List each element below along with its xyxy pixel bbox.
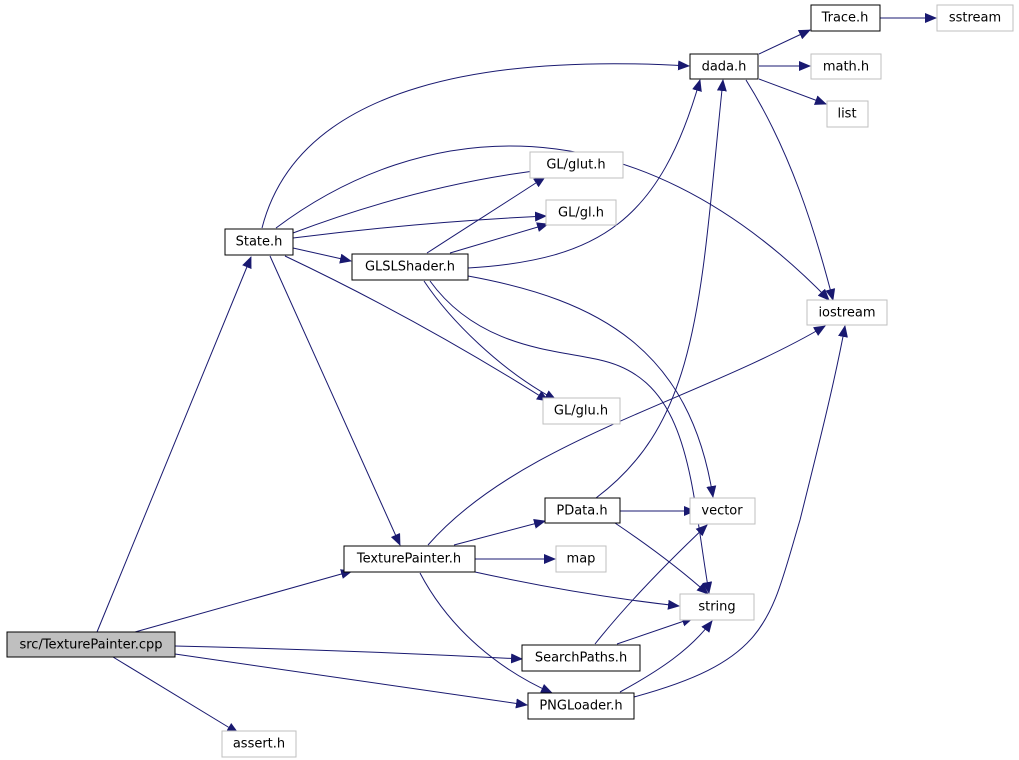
node-gl-glu-h[interactable]: GL/glu.h [542,397,621,425]
edge-root-pngloader [174,653,528,709]
node-label: GLSLShader.h [365,260,455,275]
node-label: dada.h [702,60,747,75]
node-label: GL/glu.h [554,404,608,419]
edge-state-glsl [292,247,352,264]
node-label: PData.h [556,504,607,519]
edge-state-texturepainter [269,255,401,546]
node-label: list [837,107,856,122]
edge-glsl-dada [467,79,702,269]
edge-root-assert [112,656,239,734]
node-label: math.h [823,60,869,75]
node-trace-h[interactable]: Trace.h [810,4,881,32]
node-gl-gl-h[interactable]: GL/gl.h [545,199,617,226]
edge-glsl-glut [426,176,546,254]
edge-searchpaths-vector [594,524,708,645]
node-label: assert.h [233,737,285,752]
node-list[interactable]: list [826,100,869,128]
edge-root-texturepainter [134,569,353,633]
node-label: string [698,600,735,615]
edge-pdata-dada [595,79,727,499]
node-state-h[interactable]: State.h [224,228,294,256]
edge-root-searchpaths [174,645,523,664]
node-sstream[interactable]: sstream [936,4,1014,32]
edge-glsl-vector [467,275,717,498]
node-searchpaths-h[interactable]: SearchPaths.h [521,644,641,672]
node-label: vector [701,504,743,519]
edge-dada-list [758,78,827,105]
edge-state-gl [292,211,547,239]
node-label: GL/gl.h [558,206,604,221]
node-pngloader-h[interactable]: PNGLoader.h [527,692,635,720]
node-assert-h[interactable]: assert.h [221,730,297,758]
node-label: map [567,552,596,567]
edge-state-glu [284,255,549,402]
node-label: PNGLoader.h [539,699,622,714]
node-label: SearchPaths.h [535,651,627,666]
node-map[interactable]: map [555,545,607,573]
node-gl-glut-h[interactable]: GL/glut.h [529,151,624,179]
edge-state-dada [261,60,690,229]
edge-texturepainter-pdata [453,518,546,546]
node-dada-h[interactable]: dada.h [689,53,759,80]
edge-root-state [96,256,252,633]
node-label: src/TexturePainter.cpp [19,638,162,653]
edge-glsl-gl [449,222,549,254]
node-label: Trace.h [821,11,869,26]
node-pdata-h[interactable]: PData.h [544,497,621,524]
edge-pngloader-string [619,620,713,693]
node-math-h[interactable]: math.h [810,53,882,80]
node-iostream[interactable]: iostream [806,299,888,326]
edge-pdata-string [614,522,709,595]
edge-dada-trace [758,29,811,55]
node-label: GL/glut.h [546,158,605,173]
node-label: sstream [949,11,1001,26]
node-texturepainter-cpp[interactable]: src/TexturePainter.cpp [6,631,176,658]
node-label: State.h [236,235,283,250]
edge-texturepainter-iostream [427,325,826,546]
edge-state-iostream [275,145,830,301]
edge-searchpaths-string [616,616,694,645]
node-string[interactable]: string [679,593,755,621]
node-glslshader-h[interactable]: GLSLShader.h [351,253,469,281]
edges [96,13,937,734]
edge-texturepainter-string [474,571,680,610]
edge-state-glut [292,166,543,234]
node-label: iostream [818,306,875,321]
edge-dada-iostream [745,79,836,301]
edge-pngloader-iostream [633,325,848,698]
edge-glsl-glu [423,280,557,401]
edge-texturepainter-pngloader [419,572,553,694]
node-texturepainter-h[interactable]: TexturePainter.h [343,545,476,573]
node-label: TexturePainter.h [356,552,461,567]
nodes: src/TexturePainter.cpp State.h dada.h Tr… [6,4,1014,758]
node-vector[interactable]: vector [689,497,756,525]
